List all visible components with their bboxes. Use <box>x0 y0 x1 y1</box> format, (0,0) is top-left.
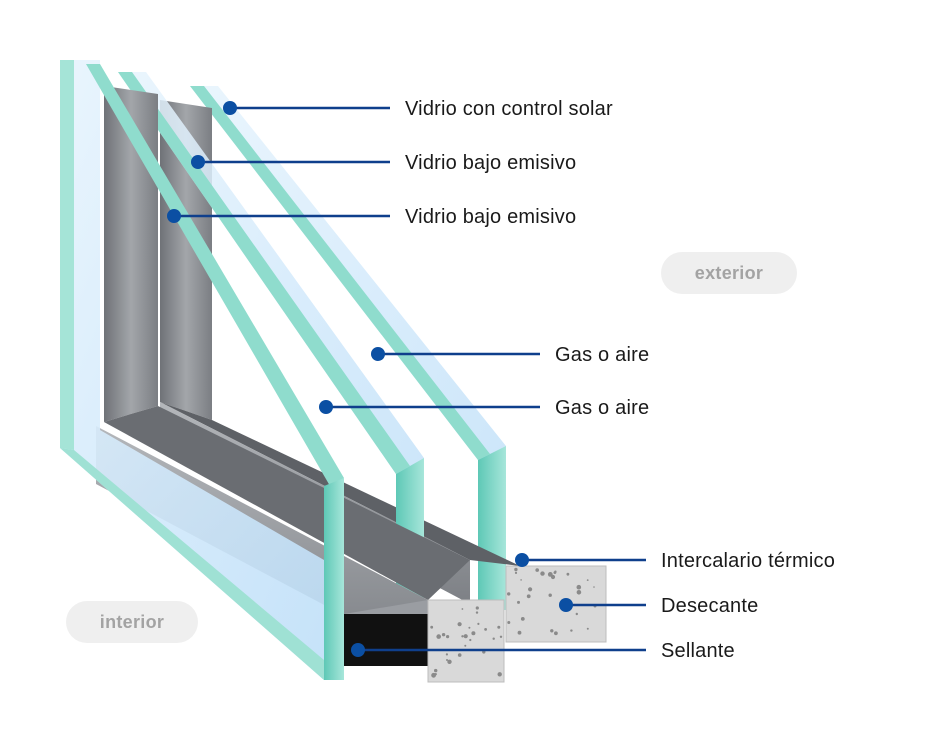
desiccant-speckle <box>554 631 558 636</box>
dot-sealant <box>351 643 365 657</box>
desiccant-speckle <box>499 635 503 638</box>
dot-gas-1 <box>371 347 385 361</box>
label-sealant: Sellante <box>661 640 735 662</box>
desiccant-speckle <box>434 668 438 673</box>
label-solar-control-glass: Vidrio con control solar <box>405 98 613 120</box>
desiccant-speckle <box>540 571 545 576</box>
desiccant-speckle <box>514 567 518 572</box>
desiccant-speckle <box>570 629 573 632</box>
interior-badge: interior <box>66 601 198 643</box>
desiccant-speckle <box>434 673 437 676</box>
desiccant-speckle <box>526 594 531 599</box>
desiccant-speckle <box>520 579 522 581</box>
callout-dots <box>167 101 573 657</box>
desiccant-speckle <box>497 625 501 629</box>
desiccant-speckle <box>447 659 452 664</box>
label-low-e-glass-1: Vidrio bajo emisivo <box>405 152 577 174</box>
desiccant-speckle <box>586 627 589 630</box>
desiccant-speckle <box>576 590 582 595</box>
desiccant-speckle <box>468 626 471 629</box>
desiccant-speckle <box>507 621 511 624</box>
desiccant-speckle <box>497 672 502 677</box>
desiccant-speckle <box>461 635 464 638</box>
desiccant-speckle <box>475 606 479 610</box>
desiccant-speckle <box>520 617 525 621</box>
desiccant-speckle <box>436 634 442 639</box>
desiccant-speckle <box>446 659 448 661</box>
label-low-e-glass-2: Vidrio bajo emisivo <box>405 206 577 228</box>
label-gas-air-2: Gas o aire <box>555 397 650 419</box>
desiccant-speckle <box>430 625 434 629</box>
leader-lines <box>174 106 646 652</box>
desiccant-speckle <box>576 584 582 590</box>
desiccant-speckle <box>492 637 495 640</box>
desiccant-speckle <box>550 574 556 580</box>
desiccant-speckle <box>441 633 446 637</box>
desiccant-speckle <box>575 612 578 616</box>
desiccant-speckle <box>517 630 522 635</box>
exterior-glass-pane <box>190 86 506 610</box>
dot-low-e-2 <box>167 209 181 223</box>
desiccant-speckle <box>469 638 472 642</box>
desiccant-speckle <box>463 634 468 639</box>
dot-solar-control <box>223 101 237 115</box>
desiccant-speckle <box>517 600 520 604</box>
desiccant-speckle <box>553 571 557 574</box>
desiccant-speckle <box>471 631 476 636</box>
sealant-strip <box>344 614 428 666</box>
dot-spacer <box>515 553 529 567</box>
label-thermal-spacer: Intercalario térmico <box>661 550 836 572</box>
desiccant-speckle <box>457 622 462 627</box>
desiccant-speckle <box>548 593 552 597</box>
desiccant-speckle <box>475 611 479 614</box>
desiccant-speckle <box>461 608 464 610</box>
exterior-badge: exterior <box>661 252 797 294</box>
desiccant-speckle <box>457 653 462 657</box>
desiccant-speckle <box>507 592 511 596</box>
desiccant-speckle <box>593 586 595 588</box>
desiccant-end-front <box>344 599 505 683</box>
desiccant-speckle <box>550 629 554 633</box>
dot-desiccant <box>559 598 573 612</box>
label-desiccant: Desecante <box>661 595 759 617</box>
dot-gas-2 <box>319 400 333 414</box>
desiccant-speckle <box>464 644 467 647</box>
desiccant-speckle <box>446 635 450 639</box>
desiccant-speckle <box>528 587 533 592</box>
desiccant-speckle <box>484 628 487 631</box>
dot-low-e-1 <box>191 155 205 169</box>
desiccant-speckle <box>586 579 589 581</box>
desiccant-speckle <box>535 568 539 572</box>
desiccant-speckle <box>514 571 518 575</box>
desiccant-speckle <box>566 572 570 576</box>
desiccant-speckle <box>477 622 480 626</box>
desiccant-speckle <box>445 653 448 656</box>
interior-glass-pane <box>60 60 344 680</box>
label-gas-air-1: Gas o aire <box>555 344 650 366</box>
